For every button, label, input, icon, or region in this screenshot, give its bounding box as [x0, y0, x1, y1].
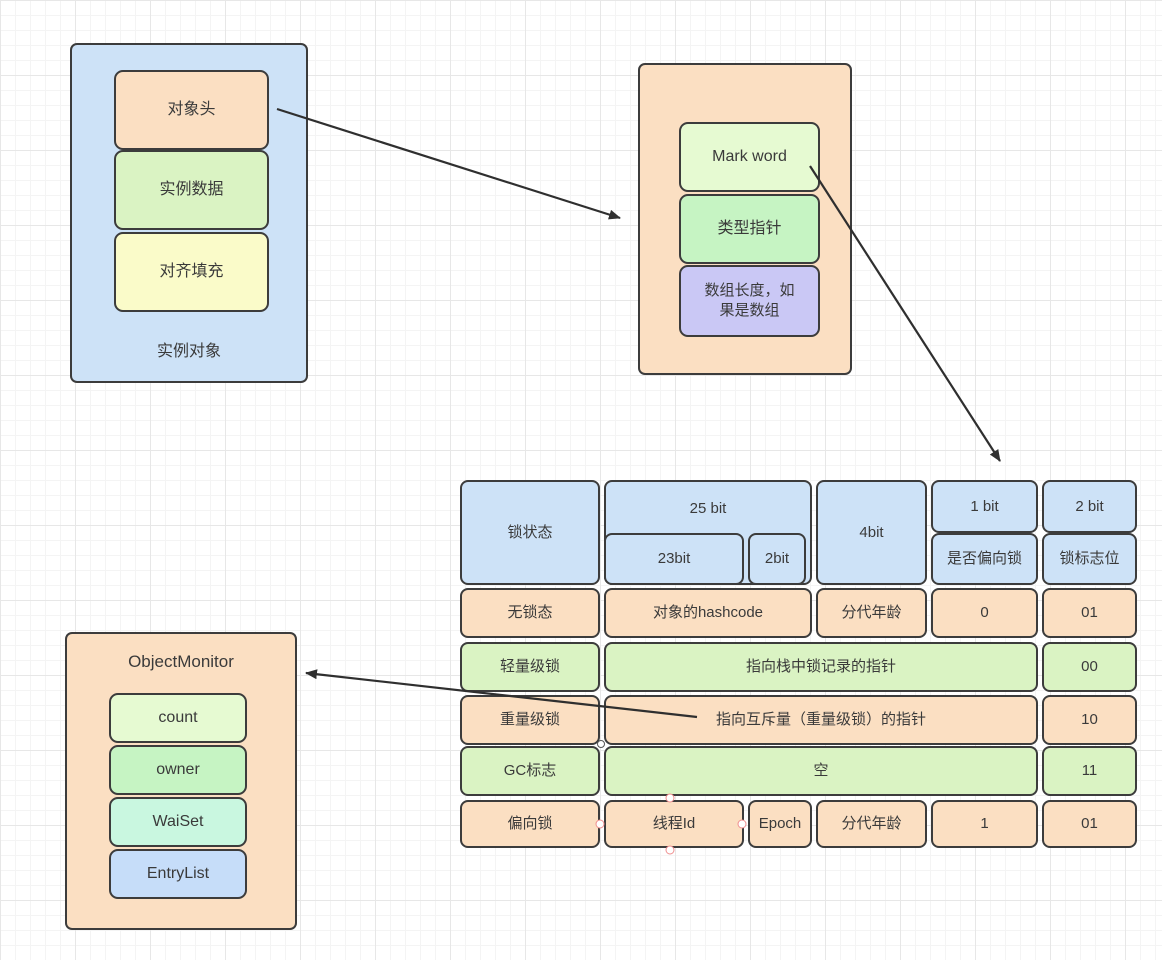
row-gc-state-cell[interactable]: GC标志 — [460, 746, 600, 796]
mark-word-label: Mark word — [712, 148, 787, 166]
row-gc-state-label: GC标志 — [503, 762, 557, 780]
row-heavyweight-state-cell[interactable]: 重量级锁 — [460, 695, 600, 745]
row-biased-biased-label: 1 — [980, 815, 989, 833]
monitor-count-label: count — [158, 709, 198, 727]
row-biased-flag-label: 01 — [1081, 815, 1098, 833]
row-biased-epoch-cell[interactable]: Epoch — [748, 800, 812, 848]
row-no-lock-flag-cell[interactable]: 01 — [1042, 588, 1137, 638]
row-biased-threadid-cell[interactable]: 线程Id — [604, 800, 744, 848]
monitor-entrylist-box[interactable]: EntryList — [109, 849, 247, 899]
row-lightweight-pointer-label: 指向栈中锁记录的指针 — [745, 658, 896, 676]
connection-point-top[interactable] — [665, 793, 675, 803]
row-heavyweight-flag-label: 10 — [1081, 711, 1098, 729]
header-cell-is-biased[interactable]: 是否偏向锁 — [931, 533, 1038, 585]
header-cell-2bit[interactable]: 2bit — [748, 533, 806, 585]
instance-data-box[interactable]: 实例数据 — [114, 150, 269, 230]
row-biased-state-cell[interactable]: 偏向锁 — [460, 800, 600, 848]
row-lightweight-pointer-cell[interactable]: 指向栈中锁记录的指针 — [604, 642, 1038, 692]
row-heavyweight-pointer-cell[interactable]: 指向互斥量（重量级锁）的指针 — [604, 695, 1038, 745]
object-header-label: 对象头 — [167, 101, 216, 119]
header-lock-state-label: 锁状态 — [507, 523, 553, 541]
header-4bit-label: 4bit — [859, 523, 884, 541]
row-biased-epoch-label: Epoch — [758, 815, 802, 833]
alignment-padding-box[interactable]: 对齐填充 — [114, 232, 269, 312]
header-2bit-flag-label: 2 bit — [1075, 497, 1104, 515]
array-length-box[interactable]: 数组长度，如果是数组 — [679, 265, 820, 337]
header-2bit-label: 2bit — [764, 550, 790, 568]
object-monitor-container[interactable]: ObjectMonitor count owner WaiSet EntryLi… — [65, 632, 297, 930]
row-gc-pointer-label: 空 — [813, 762, 829, 780]
row-biased-flag-cell[interactable]: 01 — [1042, 800, 1137, 848]
connection-point-right[interactable] — [737, 819, 747, 829]
connection-point-bottom[interactable] — [665, 845, 675, 855]
monitor-entrylist-label: EntryList — [146, 865, 210, 883]
monitor-count-box[interactable]: count — [109, 693, 247, 743]
monitor-owner-label: owner — [156, 761, 200, 779]
row-lightweight-flag-cell[interactable]: 00 — [1042, 642, 1137, 692]
row-biased-age-cell[interactable]: 分代年龄 — [816, 800, 927, 848]
instance-object-label: 实例对象 — [156, 343, 221, 360]
header-cell-lock-state[interactable]: 锁状态 — [460, 480, 600, 585]
header-25bit-label: 25 bit — [689, 499, 727, 517]
row-no-lock-state-cell[interactable]: 无锁态 — [460, 588, 600, 638]
row-heavyweight-flag-cell[interactable]: 10 — [1042, 695, 1137, 745]
class-pointer-box[interactable]: 类型指针 — [679, 194, 820, 264]
row-heavyweight-state-label: 重量级锁 — [499, 711, 560, 729]
row-gc-flag-label: 11 — [1081, 762, 1098, 780]
row-biased-age-label: 分代年龄 — [841, 815, 902, 833]
row-biased-biased-cell[interactable]: 1 — [931, 800, 1038, 848]
row-gc-flag-cell[interactable]: 11 — [1042, 746, 1137, 796]
header-cell-2bit-flag[interactable]: 2 bit — [1042, 480, 1137, 533]
header-cell-lock-flag[interactable]: 锁标志位 — [1042, 533, 1137, 585]
mark-word-box[interactable]: Mark word — [679, 122, 820, 192]
row-lightweight-state-cell[interactable]: 轻量级锁 — [460, 642, 600, 692]
row-lightweight-state-label: 轻量级锁 — [499, 658, 560, 676]
row-no-lock-age-label: 分代年龄 — [841, 604, 902, 622]
row-heavyweight-pointer-label: 指向互斥量（重量级锁）的指针 — [715, 711, 926, 729]
row-no-lock-hashcode-label: 对象的hashcode — [652, 604, 764, 622]
row-no-lock-biased-cell[interactable]: 0 — [931, 588, 1038, 638]
instance-data-label: 实例数据 — [159, 181, 224, 199]
row-no-lock-biased-label: 0 — [980, 604, 989, 622]
header-23bit-label: 23bit — [657, 550, 691, 568]
row-biased-threadid-label: 线程Id — [652, 815, 696, 833]
class-pointer-label: 类型指针 — [717, 220, 782, 238]
object-header-detail-container[interactable]: Mark word 类型指针 数组长度，如果是数组 — [638, 63, 852, 375]
row-no-lock-hashcode-cell[interactable]: 对象的hashcode — [604, 588, 812, 638]
mark-word-table: 锁状态 25 bit 23bit 2bit 4bit 1 bit 是否偏向锁 2… — [460, 480, 1137, 848]
header-cell-4bit[interactable]: 4bit — [816, 480, 927, 585]
row-biased-state-label: 偏向锁 — [507, 815, 553, 833]
row-no-lock-age-cell[interactable]: 分代年龄 — [816, 588, 927, 638]
monitor-waiset-label: WaiSet — [152, 813, 204, 831]
arrow-object-header-to-mark-word[interactable] — [276, 107, 621, 220]
header-cell-23bit[interactable]: 23bit — [604, 533, 744, 585]
monitor-waiset-box[interactable]: WaiSet — [109, 797, 247, 847]
row-gc-pointer-cell[interactable]: 空 — [604, 746, 1038, 796]
header-lock-flag-label: 锁标志位 — [1059, 550, 1120, 568]
alignment-padding-label: 对齐填充 — [159, 263, 224, 281]
header-cell-1bit[interactable]: 1 bit — [931, 480, 1038, 533]
monitor-owner-box[interactable]: owner — [109, 745, 247, 795]
header-1bit-label: 1 bit — [970, 497, 999, 515]
row-no-lock-state-label: 无锁态 — [507, 604, 553, 622]
header-is-biased-label: 是否偏向锁 — [946, 550, 1022, 568]
instance-object-container[interactable]: 对象头 实例数据 对齐填充 实例对象 — [70, 43, 308, 383]
connection-point-corner[interactable] — [597, 740, 605, 748]
object-monitor-title: ObjectMonitor — [128, 652, 234, 671]
connection-point-left[interactable] — [595, 819, 605, 829]
object-header-box[interactable]: 对象头 — [114, 70, 269, 150]
row-no-lock-flag-label: 01 — [1081, 604, 1098, 622]
array-length-label: 数组长度，如果是数组 — [704, 281, 795, 319]
row-lightweight-flag-label: 00 — [1081, 658, 1098, 676]
